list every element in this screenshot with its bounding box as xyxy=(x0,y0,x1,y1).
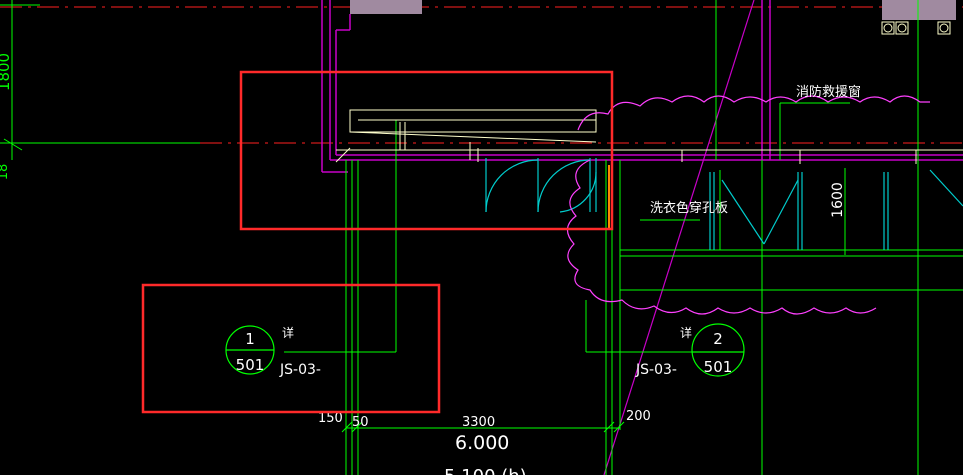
dim-50: 50 xyxy=(352,415,369,430)
dim-150: 150 xyxy=(318,411,343,426)
callout-1[interactable]: 1 501 详 JS-03- xyxy=(225,325,321,378)
revision-cloud-icon xyxy=(566,95,930,315)
callout-sheet-1: 501 xyxy=(236,356,265,374)
callout-note-2: 详 xyxy=(680,325,692,340)
door-swing-icon xyxy=(485,158,597,213)
detail-lines xyxy=(335,109,963,164)
diagonal-line xyxy=(603,0,755,475)
left-dimension xyxy=(0,0,200,160)
elevation-label: 6.000 xyxy=(455,432,509,454)
bottom-partial-label: 5.100 (h) xyxy=(444,466,527,475)
sink-hole-label: 洗衣色穿孔板 xyxy=(650,200,728,216)
callout-2[interactable]: 2 501 详 JS-03- xyxy=(635,323,745,378)
fire-window-label: 消防救援窗 xyxy=(796,84,861,100)
grid-bubble-group xyxy=(881,21,951,35)
top-fill-block-left xyxy=(350,0,422,14)
callout-number-2: 2 xyxy=(713,330,723,348)
highlight-box-top[interactable] xyxy=(239,70,614,231)
bottom-dimension-line xyxy=(341,421,625,433)
callout-ref-2: JS-03- xyxy=(635,362,677,378)
callout-circle-2 xyxy=(691,323,745,377)
window-fixtures xyxy=(709,169,963,250)
callout-number-1: 1 xyxy=(245,330,255,348)
callout-ref-1: JS-03- xyxy=(279,362,321,378)
dim-200: 200 xyxy=(626,409,651,424)
callout-note-1: 详 xyxy=(282,325,294,340)
dim-left-partial: 18 xyxy=(0,164,11,181)
top-fill-block-right xyxy=(882,0,956,20)
dim-left-1800: 1800 xyxy=(0,53,13,91)
highlight-box-bottom[interactable] xyxy=(141,283,441,414)
wall-lines xyxy=(321,0,963,173)
dim-1600: 1600 xyxy=(830,182,846,218)
callout-sheet-2: 501 xyxy=(704,358,733,376)
dim-3300: 3300 xyxy=(462,415,495,430)
